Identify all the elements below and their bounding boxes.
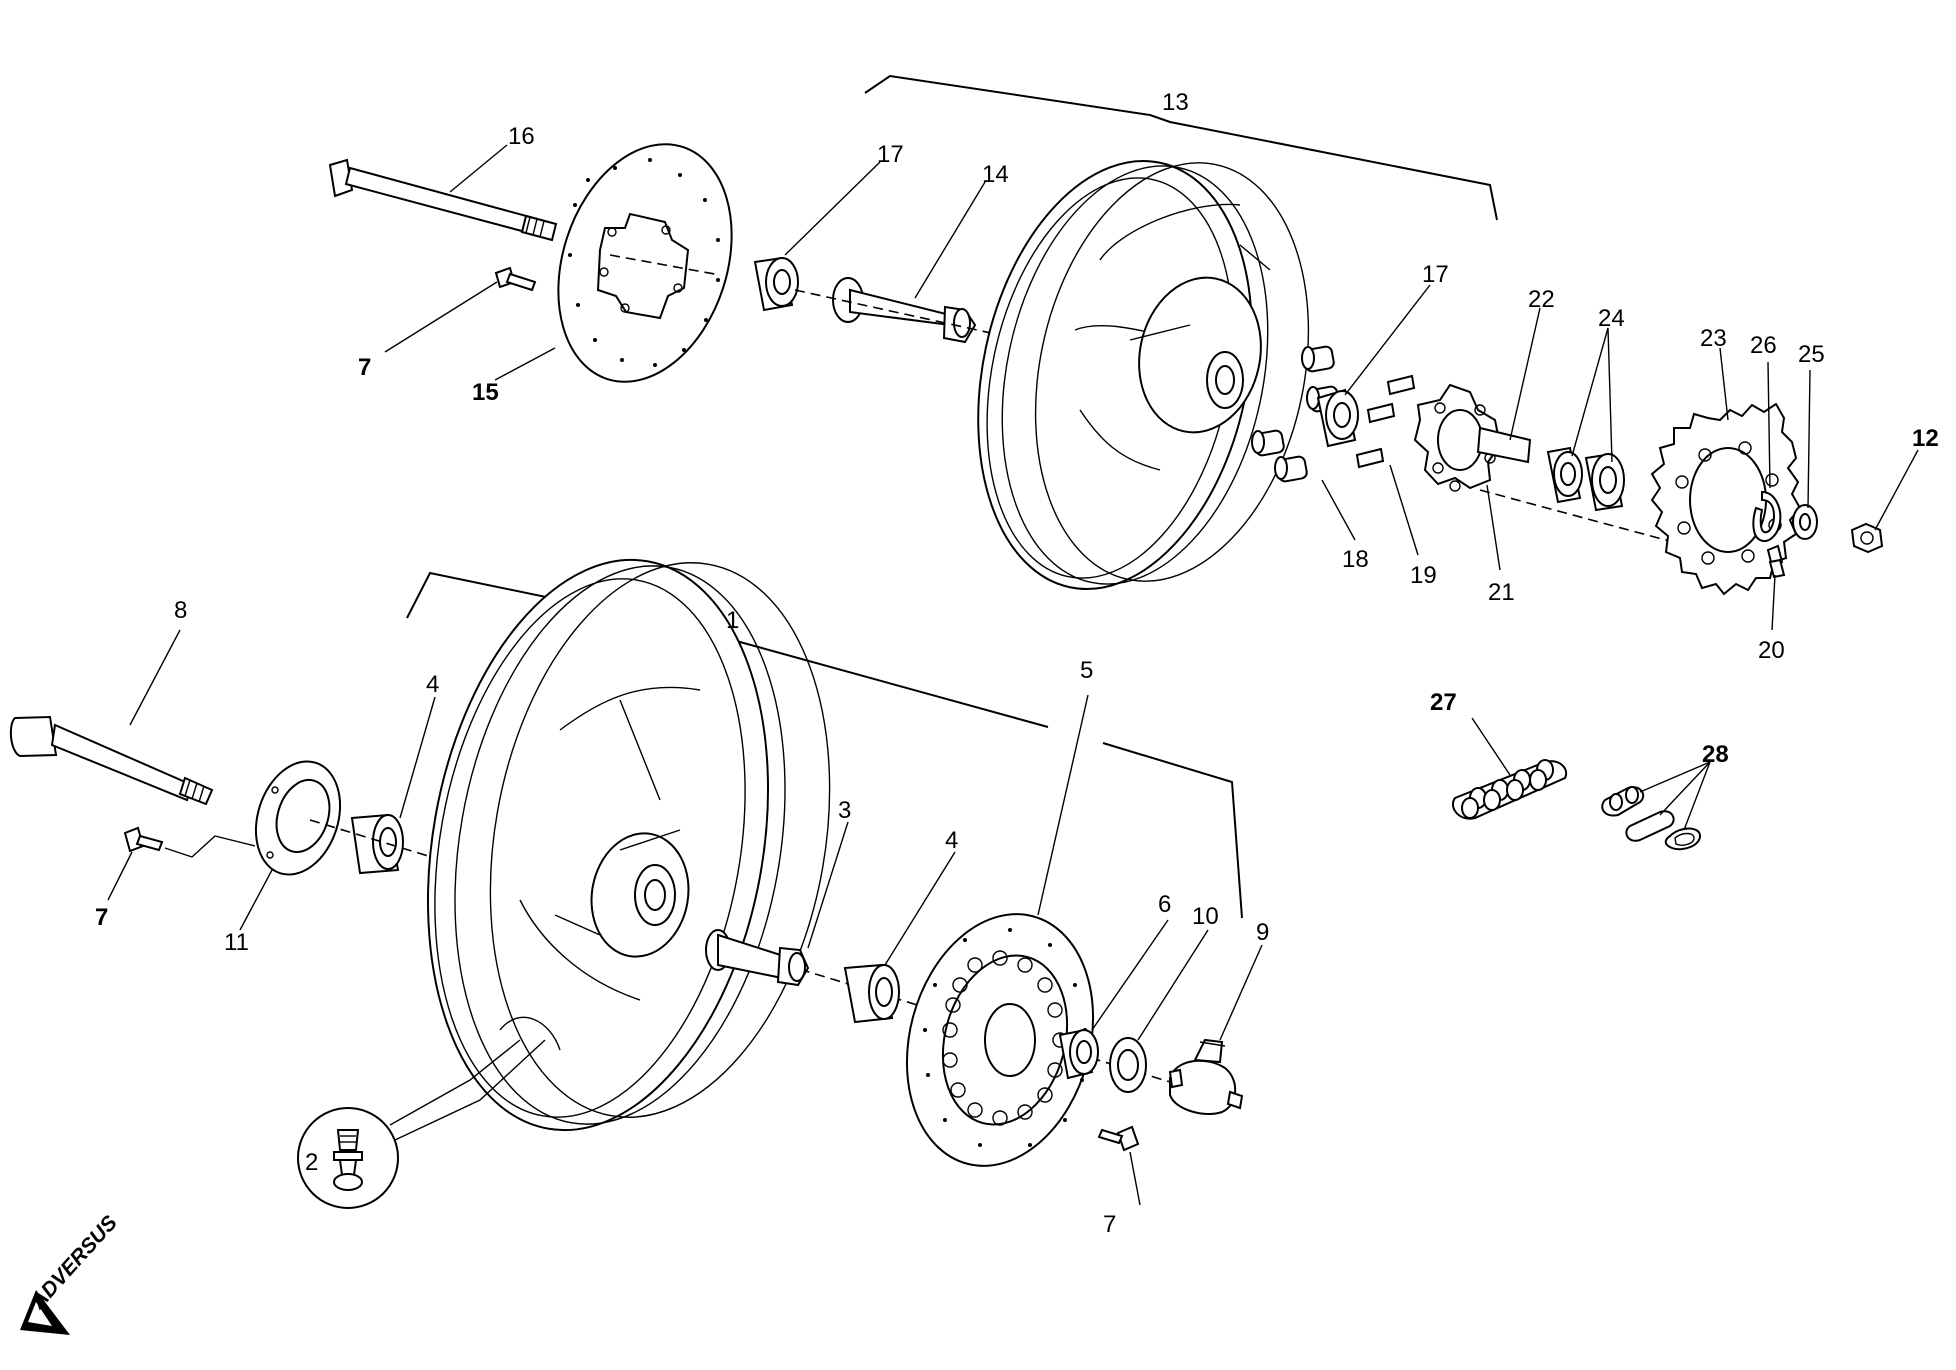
circlip	[1752, 490, 1782, 542]
callout-24: 24	[1598, 305, 1625, 332]
speedo-cable-unit	[1168, 1038, 1244, 1116]
sprocket-washer	[1792, 504, 1818, 540]
front-washer	[1109, 1037, 1147, 1093]
callout-4-right: 4	[945, 827, 958, 854]
callout-13: 13	[1162, 89, 1189, 116]
bracket-13	[864, 74, 1498, 221]
front-wheel-assembly	[9, 558, 1244, 1209]
callout-27: 27	[1430, 689, 1457, 716]
front-bearing-left	[350, 813, 404, 875]
rear-bearing-left	[753, 256, 799, 312]
callout-14: 14	[982, 161, 1009, 188]
rear-brake-disc	[557, 143, 733, 383]
front-bearing-right	[843, 963, 900, 1024]
front-axle	[9, 715, 214, 806]
rear-wheel-assembly	[328, 74, 1884, 596]
front-brake-disc	[905, 913, 1095, 1167]
rear-spacer	[832, 277, 977, 344]
callout-10: 10	[1192, 903, 1219, 930]
speedo-drive	[254, 760, 342, 876]
callout-7-top: 7	[358, 354, 371, 381]
bracket-9	[1102, 742, 1243, 919]
callout-16: 16	[508, 123, 535, 150]
callout-17-right: 17	[1422, 261, 1449, 288]
callout-6: 6	[1158, 891, 1171, 918]
front-seal	[1058, 1028, 1099, 1080]
sprocket-carrier-studs	[1355, 374, 1416, 469]
rear-axis-line	[794, 289, 1001, 336]
chain-section	[1452, 759, 1568, 820]
callout-15: 15	[472, 379, 499, 406]
callout-22: 22	[1528, 286, 1555, 313]
callout-19: 19	[1410, 562, 1437, 589]
logo-text: ADVERSUS	[26, 1211, 122, 1314]
bolt-leader-line	[164, 835, 256, 858]
callout-9: 9	[1256, 919, 1269, 946]
disc-bolt	[494, 266, 537, 292]
chain-master-link	[1601, 786, 1702, 851]
callout-28: 28	[1702, 741, 1729, 768]
callout-18: 18	[1342, 546, 1369, 573]
callout-7-left: 7	[95, 904, 108, 931]
callout-2: 2	[305, 1149, 318, 1176]
sprocket-carrier	[1413, 383, 1532, 492]
callout-20: 20	[1758, 637, 1785, 664]
front-disc-bolt	[1097, 1125, 1140, 1152]
callout-26: 26	[1750, 332, 1777, 359]
callout-4-left: 4	[426, 671, 439, 698]
callout-3: 3	[838, 797, 851, 824]
callout-12: 12	[1912, 425, 1939, 452]
rear-sprocket	[1650, 402, 1802, 596]
rear-wheel	[977, 159, 1310, 591]
leader-lines	[107, 144, 1919, 1206]
callout-11: 11	[224, 929, 249, 956]
rear-axle	[328, 158, 558, 242]
callout-labels: 13 16 17 14 7 15 17 22 24 23 26 25 12 18…	[95, 89, 1939, 1238]
sprocket-bolt	[1766, 544, 1786, 579]
callout-21: 21	[1488, 579, 1515, 606]
adversus-logo: ADVERSUS	[20, 1211, 122, 1335]
callout-8: 8	[174, 597, 187, 624]
callout-25: 25	[1798, 341, 1825, 368]
rear-bearing-right	[1316, 388, 1359, 448]
callout-7-bottom: 7	[1103, 1211, 1116, 1238]
valve-inset	[297, 1039, 546, 1209]
callout-17-left: 17	[877, 141, 904, 168]
front-wheel	[426, 558, 831, 1132]
sprocket-nut	[1850, 522, 1884, 554]
speedo-drive-bolt	[123, 826, 164, 853]
callout-1: 1	[726, 607, 739, 634]
callout-23: 23	[1700, 325, 1727, 352]
callout-5: 5	[1080, 657, 1093, 684]
front-spacer	[705, 929, 810, 987]
sprocket-carrier-bearings	[1546, 446, 1625, 512]
